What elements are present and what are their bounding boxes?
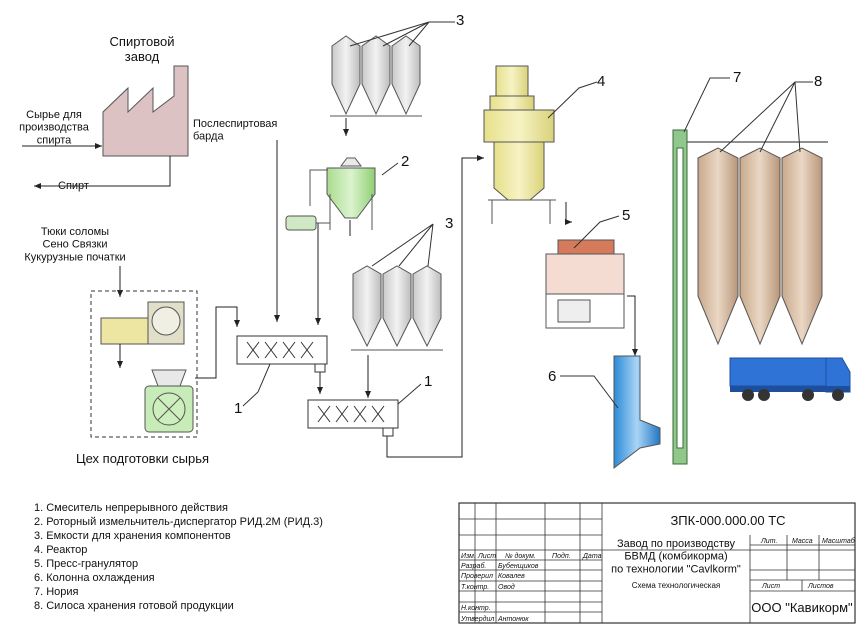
stamp-role-1: Разраб. — [461, 562, 486, 570]
stamp-name-1: Бубенщиков — [498, 562, 539, 570]
stamp-name-2: Ковалев — [498, 573, 525, 580]
stamp-col-date: Дата — [582, 553, 602, 560]
callout-3b: 3 — [445, 215, 453, 232]
stamp-col-list: Лист — [477, 553, 496, 560]
stamp-name-3: Овод — [498, 583, 515, 591]
stamp-sheets: Листов — [807, 583, 834, 590]
stamp-lit: Лит. — [760, 538, 777, 545]
stamp-role-2: Проверил — [461, 573, 493, 580]
mixer-1a — [236, 335, 328, 373]
callouts — [242, 21, 813, 409]
legend-item-3: 3. Емкости для хранения компонентов — [34, 530, 231, 542]
storage-tanks-mid — [351, 265, 443, 351]
stamp-scale: Масштаб — [822, 537, 856, 545]
legend-item-1: 1. Смеситель непрерывного действия — [34, 502, 228, 514]
callout-5: 5 — [622, 207, 630, 224]
stamp-code: ЗПК-000.000.00 ТС — [670, 513, 785, 528]
truck — [729, 357, 851, 401]
finished-silos — [697, 147, 823, 346]
callout-4: 4 — [597, 73, 605, 90]
grinder-rid — [285, 157, 376, 231]
reactor — [483, 65, 556, 224]
callout-2: 2 — [401, 153, 409, 170]
flow-lines — [22, 118, 828, 458]
callout-8: 8 — [814, 73, 822, 90]
stamp-role-5: Н.контр. — [461, 605, 491, 612]
cooling-column — [613, 355, 661, 470]
legend-item-7: 7. Нория — [34, 586, 79, 598]
title-block: Изм. Лист № докум. Подп. Дата Разраб. Пр… — [458, 502, 856, 624]
legend-item-2: 2. Роторный измельчитель-диспергатор РИД… — [34, 516, 323, 528]
stamp-col-sign: Подп. — [552, 552, 571, 560]
stamp-role-6: Утвердил — [460, 615, 494, 623]
stamp-role-3: Т.контр. — [461, 584, 489, 591]
stamp-company: ООО "Кавикорм" — [751, 600, 853, 615]
stamp-col-doc: № докум. — [505, 552, 536, 560]
stamp-name-6: Антонюк — [497, 616, 529, 623]
callout-7: 7 — [733, 69, 741, 86]
raw-prep-workshop — [90, 290, 198, 438]
stamp-mass: Масса — [792, 538, 813, 545]
legend-item-6: 6. Колонна охлаждения — [34, 572, 155, 584]
stamp-sheet: Лист — [761, 583, 780, 590]
workshop-title: Цех подготовки сырья — [76, 451, 209, 466]
stamp-col-izm: Изм. — [461, 553, 476, 560]
legend-item-8: 8. Силоса хранения готовой продукции — [34, 600, 234, 612]
legend: 1. Смеситель непрерывного действия 2. Ро… — [34, 502, 323, 612]
legend-item-4: 4. Реактор — [34, 544, 87, 556]
pellet-press — [545, 239, 625, 329]
callout-6: 6 — [548, 368, 556, 385]
storage-tanks-top — [330, 35, 422, 117]
stamp-subtitle: Схема технологическая — [632, 581, 721, 590]
callout-1b: 1 — [424, 373, 432, 390]
mixer-1b — [307, 399, 399, 437]
legend-item-5: 5. Пресс-гранулятор — [34, 558, 138, 570]
callout-1a: 1 — [234, 400, 242, 417]
callout-3a: 3 — [456, 12, 464, 29]
bucket-elevator — [672, 129, 688, 465]
